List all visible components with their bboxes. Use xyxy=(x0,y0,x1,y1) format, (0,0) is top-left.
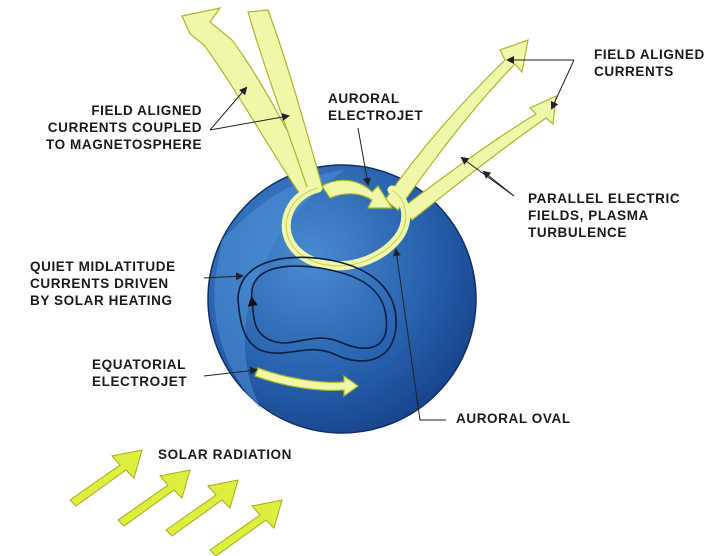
label-line: FIELD ALIGNED xyxy=(594,46,705,63)
label-field-aligned-currents: FIELD ALIGNED CURRENTS xyxy=(594,46,705,80)
earth-globe xyxy=(208,165,476,433)
label-equatorial-electrojet: EQUATORIAL ELECTROJET xyxy=(92,356,187,390)
label-line: TO MAGNETOSPHERE xyxy=(46,136,202,153)
label-line: FIELDS, PLASMA xyxy=(528,207,680,224)
label-auroral-electrojet: AURORAL ELECTROJET xyxy=(328,90,423,124)
label-auroral-oval: AURORAL OVAL xyxy=(456,410,571,427)
solar-radiation-arrows xyxy=(70,450,282,556)
label-line: AURORAL OVAL xyxy=(456,410,571,427)
label-line: ELECTROJET xyxy=(92,373,187,390)
label-solar-radiation: SOLAR RADIATION xyxy=(158,446,292,463)
label-line: CURRENTS DRIVEN xyxy=(30,275,176,292)
label-line: EQUATORIAL xyxy=(92,356,187,373)
label-parallel-electric-fields: PARALLEL ELECTRIC FIELDS, PLASMA TURBULE… xyxy=(528,190,680,241)
label-fac-magnetosphere: FIELD ALIGNED CURRENTS COUPLED TO MAGNET… xyxy=(46,102,202,153)
label-line: CURRENTS xyxy=(594,63,705,80)
label-line: SOLAR RADIATION xyxy=(158,446,292,463)
label-line: QUIET MIDLATITUDE xyxy=(30,258,176,275)
field-aligned-currents-left xyxy=(182,8,322,194)
label-quiet-midlatitude: QUIET MIDLATITUDE CURRENTS DRIVEN BY SOL… xyxy=(30,258,176,309)
label-line: PARALLEL ELECTRIC xyxy=(528,190,680,207)
label-line: FIELD ALIGNED xyxy=(46,102,202,119)
label-line: BY SOLAR HEATING xyxy=(30,292,176,309)
label-line: AURORAL xyxy=(328,90,423,107)
label-line: CURRENTS COUPLED xyxy=(46,119,202,136)
label-line: TURBULENCE xyxy=(528,224,680,241)
label-line: ELECTROJET xyxy=(328,107,423,124)
